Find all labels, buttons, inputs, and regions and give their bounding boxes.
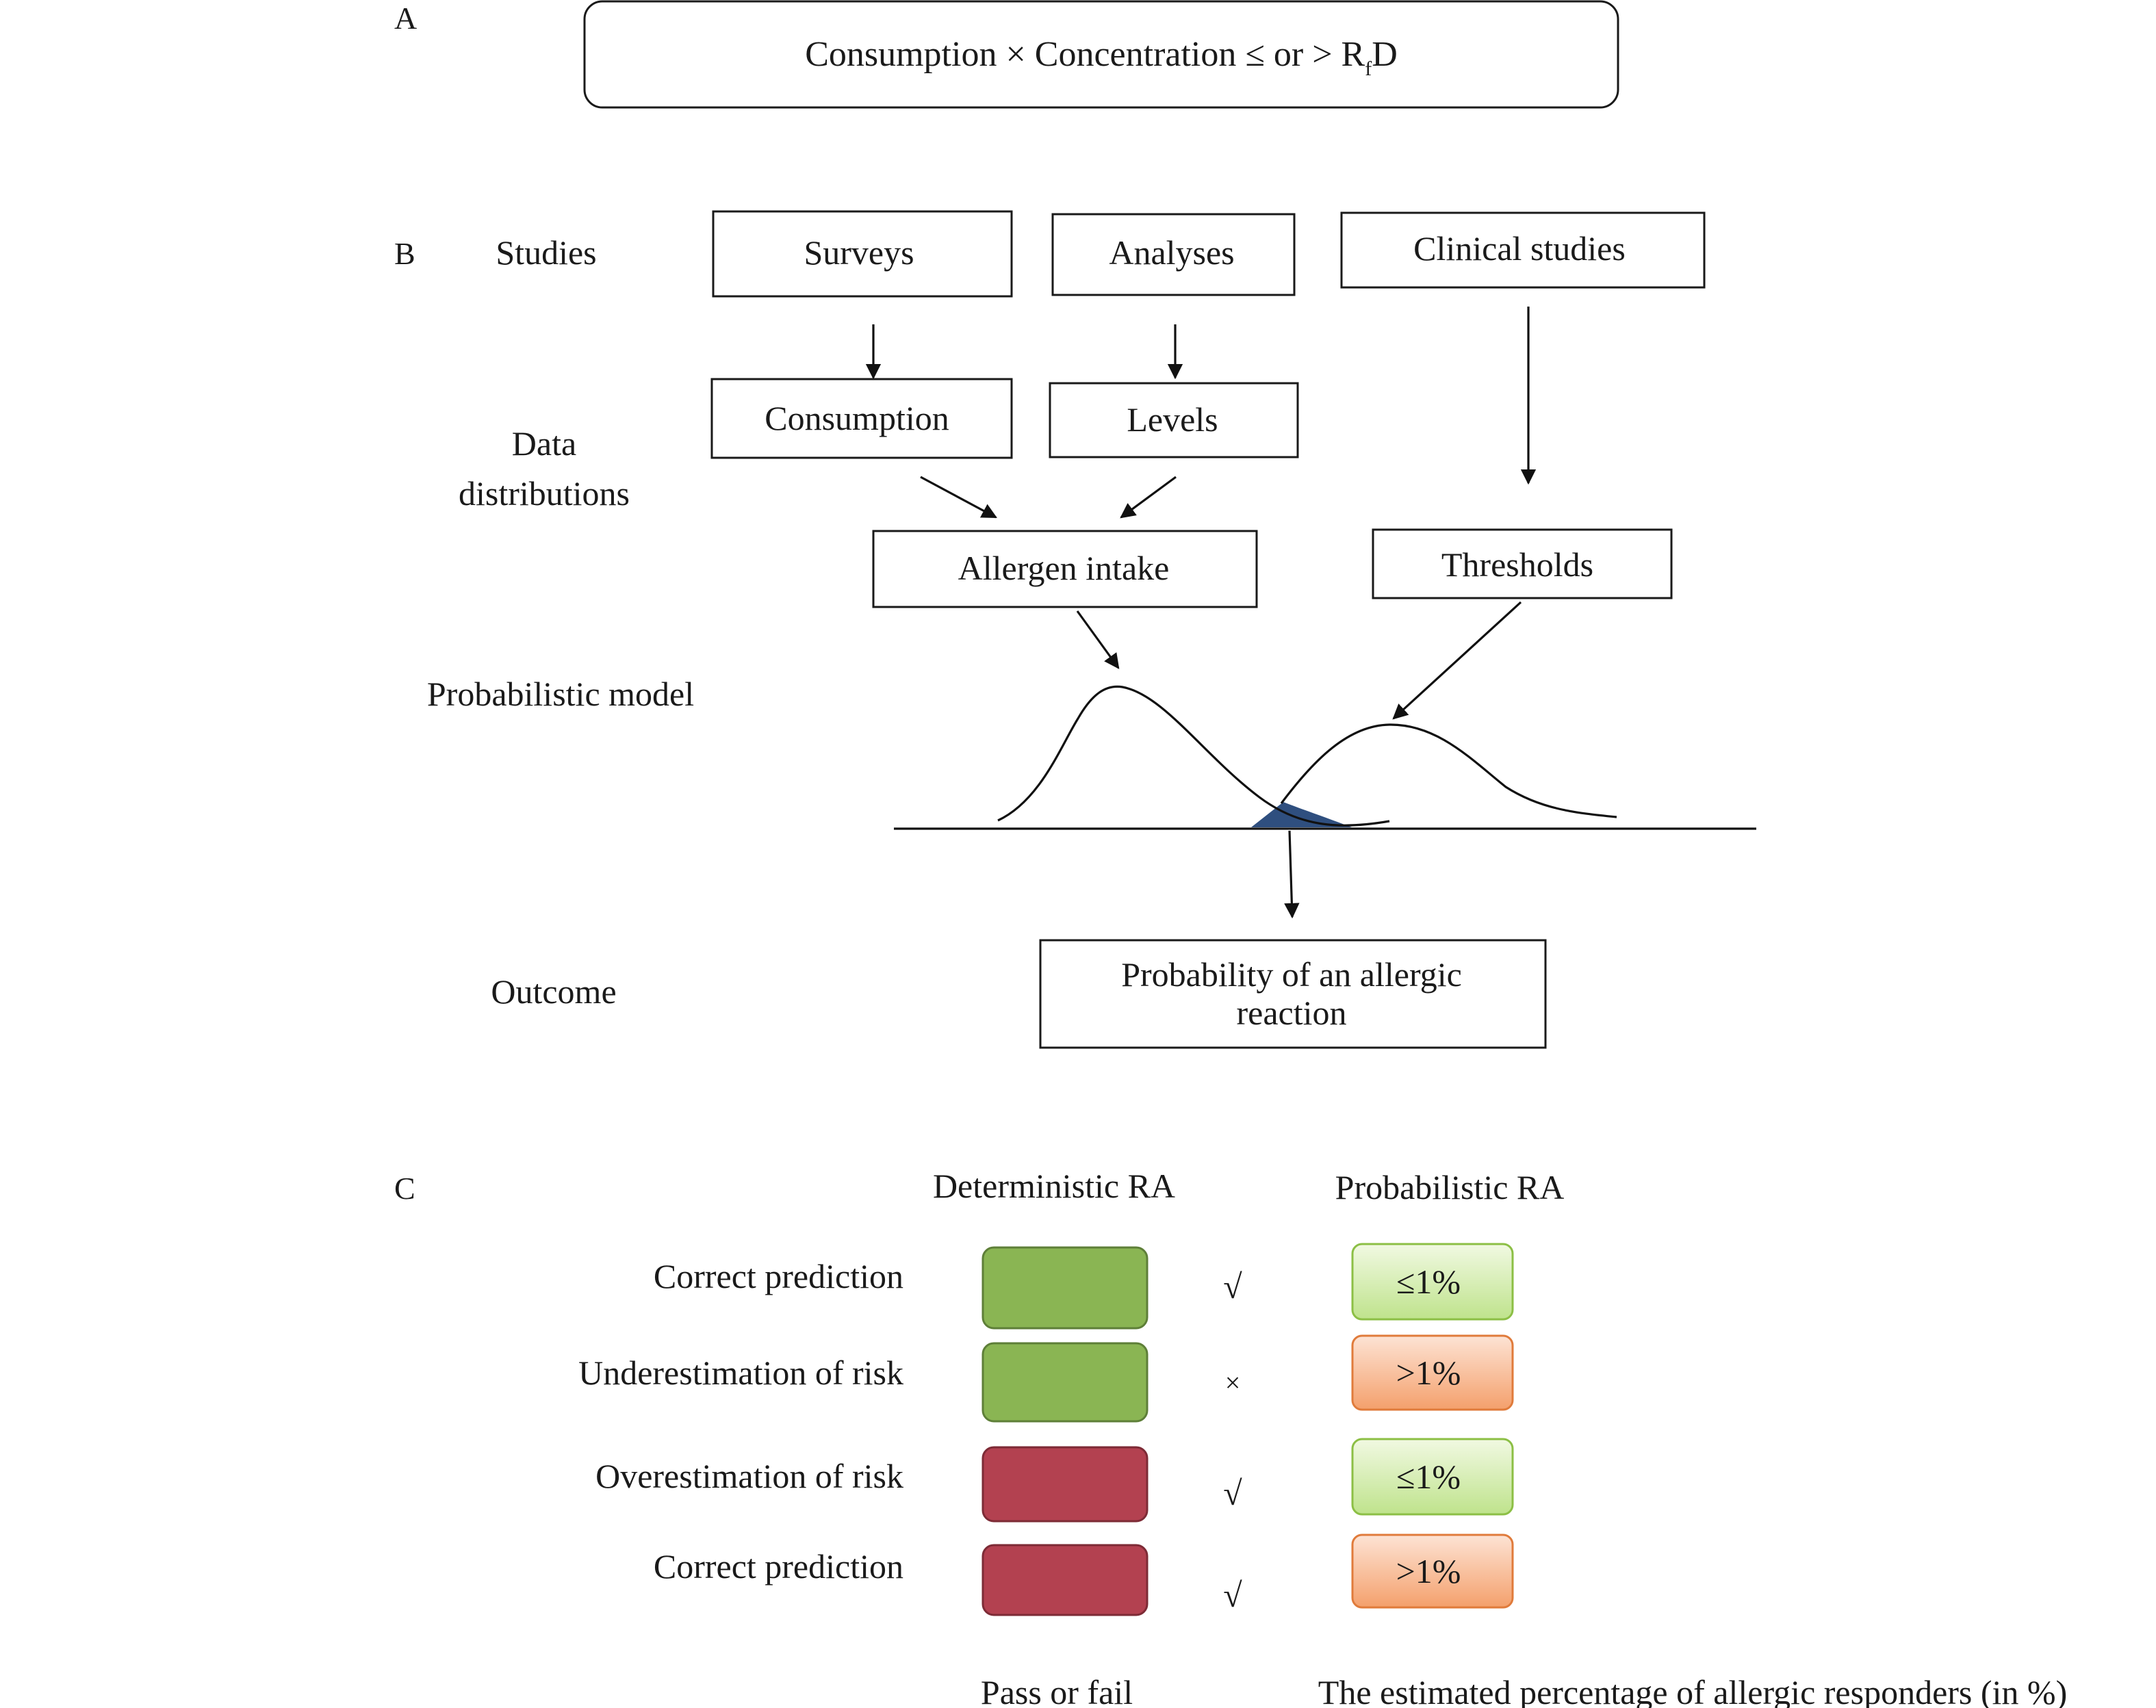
check-mark: √ [1223,1576,1242,1614]
allergen-intake-label: Allergen intake [958,549,1170,587]
formula-subscript: f [1365,57,1372,80]
row-label-studies: Studies [496,233,596,272]
row-label-data: Data [512,424,576,463]
clinical-studies-label: Clinical studies [1413,229,1626,268]
deterministic-fail-box [981,1544,1148,1616]
row-label-distributions: distributions [459,474,630,513]
row-scenario-label: Overestimation of risk [595,1457,903,1495]
surveys-label: Surveys [804,233,914,272]
levels-label: Levels [1127,400,1218,439]
levels-box [1049,382,1299,458]
row-label-probabilistic-model: Probabilistic model [427,675,694,713]
consumption-box [710,378,1013,459]
row-label-outcome: Outcome [491,972,616,1011]
pass-or-fail-footer: Pass or fail [981,1673,1133,1708]
surveys-box [712,210,1013,298]
comparison-rows: Correct prediction √ ≤1% Underestimation of… [578,1243,1514,1616]
probability-value: >1% [1396,1354,1461,1392]
formula-text: Consumption × Concentration ≤ or > RfD [805,35,1398,80]
threshold-distribution-curve [1280,723,1617,818]
overlap-area [1251,802,1352,827]
probabilistic-low-box [1351,1243,1514,1321]
row-scenario-label: Correct prediction [654,1547,903,1586]
panel-a-letter: A [394,1,417,36]
cross-mark: × [1225,1367,1241,1398]
arrow-intake-to-curve [1076,610,1120,669]
analyses-box [1051,213,1296,296]
probabilistic-high-box [1351,1534,1514,1609]
probabilistic-high-box [1351,1334,1514,1411]
comparison-row: Correct prediction √ ≤1% [654,1243,1514,1330]
comparison-row: Underestimation of risk × >1% [578,1334,1514,1423]
outcome-label-line2: reaction [1236,994,1346,1032]
formula-main: Consumption × Concentration ≤ or > R [805,35,1365,74]
intake-distribution-curve [997,685,1390,827]
panel-c-letter: C [394,1171,415,1206]
allergen-intake-box [872,530,1258,608]
row-scenario-label: Underestimation of risk [578,1354,903,1392]
comparison-row: Overestimation of risk √ ≤1% [595,1438,1514,1523]
probability-value: ≤1% [1396,1263,1461,1301]
outcome-label-line1: Probability of an allergic [1121,955,1462,994]
panel-b-letter: B [394,236,415,271]
arrow-levels-to-intake [1120,476,1177,519]
check-mark: √ [1223,1267,1242,1306]
outcome-box [1039,939,1547,1049]
row-scenario-label: Correct prediction [654,1257,903,1295]
deterministic-pass-box [981,1246,1148,1330]
formula-tail: D [1372,35,1398,74]
arrow-model-to-outcome [1284,830,1300,919]
deterministic-fail-box [981,1446,1148,1523]
check-mark: √ [1223,1474,1242,1512]
allergic-responders-footer: The estimated percentage of allergic res… [1318,1673,2067,1708]
deterministic-pass-box [981,1342,1148,1423]
probabilistic-low-box [1351,1438,1514,1516]
arrow-thresholds-to-curve [1392,601,1522,720]
formula-box [583,0,1619,109]
comparison-row: Correct prediction √ >1% [654,1534,1514,1616]
analyses-label: Analyses [1109,233,1234,272]
thresholds-label: Thresholds [1441,545,1593,584]
clinical-studies-box [1340,211,1706,289]
arrow-consumption-to-intake [920,476,997,519]
probability-value: ≤1% [1396,1458,1461,1496]
probabilistic-ra-heading: Probabilistic RA [1335,1168,1565,1206]
consumption-label: Consumption [765,399,949,437]
probability-value: >1% [1396,1552,1461,1590]
deterministic-ra-heading: Deterministic RA [933,1167,1175,1205]
thresholds-box [1372,528,1673,599]
